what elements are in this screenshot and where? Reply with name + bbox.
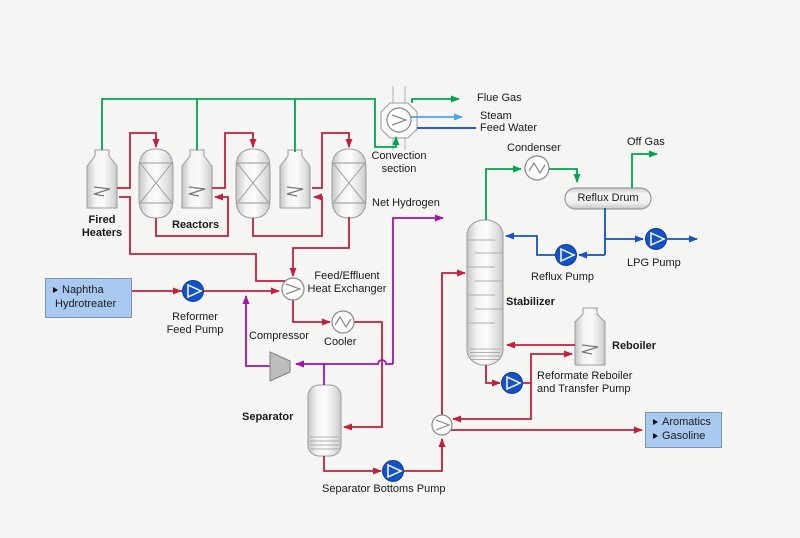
lpg-pump-icon	[645, 228, 667, 250]
reactor-2	[235, 148, 271, 219]
stabilizer-overhead-line	[485, 165, 522, 220]
reactor1-to-heater2-line	[155, 193, 229, 237]
label-lpg-pump: LPG Pump	[627, 257, 681, 269]
separator-bottoms-line	[323, 456, 382, 475]
label-feed-water: Feed Water	[480, 122, 538, 134]
reformate-transfer-pump-icon	[501, 372, 523, 394]
fired-heater-3	[279, 149, 311, 209]
compressor-icon	[269, 351, 291, 382]
off-gas-line	[631, 150, 658, 188]
heater-coil-icon	[93, 186, 111, 197]
label-reformer-feed-pump: Reformer Feed Pump	[166, 311, 224, 336]
heater1-to-reactor1-line	[117, 132, 160, 189]
label-convection-section: Convection section	[371, 150, 427, 175]
reformate-to-exchanger-line	[452, 383, 532, 423]
label-stabilizer: Stabilizer	[506, 296, 555, 308]
cooler-exchanger	[331, 310, 355, 334]
net-hydrogen-line	[392, 214, 444, 364]
feed-effluent-exchanger	[281, 277, 305, 301]
products-box[interactable]: Aromatics Gasoline	[645, 412, 722, 448]
reactor-1	[138, 148, 174, 219]
compressor-discharge-line	[242, 295, 270, 367]
products-box-line1: Aromatics	[662, 416, 711, 428]
fired-heater-1	[86, 149, 118, 209]
heater2-to-reactor2-line	[212, 132, 257, 189]
reflux-return-line	[505, 232, 555, 256]
reflux-pump-icon	[555, 244, 577, 266]
reboiler-vessel	[574, 307, 606, 366]
flue-collection-line	[101, 98, 400, 150]
exchanger-to-heater1-line	[119, 196, 285, 282]
reformer-feed-pump-icon	[182, 280, 204, 302]
cooler-wave-icon	[334, 315, 352, 329]
stack-icon	[392, 86, 406, 150]
pumps	[182, 228, 667, 482]
products-box-line2: Gasoline	[662, 430, 706, 442]
label-reformate-pump: Reformate Reboiler and Transfer Pump	[537, 370, 633, 395]
condenser-exchanger	[524, 155, 550, 181]
flue-gas-out-line	[411, 95, 460, 103]
label-steam: Steam	[480, 110, 512, 122]
stabilizer-bottoms-line	[485, 365, 501, 387]
label-net-hydrogen: Net Hydrogen	[372, 197, 440, 209]
reactor-3	[331, 148, 367, 219]
naphtha-hydrotreater-box[interactable]: Naphtha Hydrotreater	[45, 278, 132, 318]
pump-to-reboiler-line	[523, 350, 573, 384]
convection-exchanger	[386, 107, 412, 133]
play-marker-icon	[653, 419, 658, 425]
label-compressor: Compressor	[249, 330, 309, 342]
label-reflux-pump: Reflux Pump	[531, 271, 594, 283]
reflux-drum-vessel	[564, 187, 652, 210]
separator-vessel	[307, 384, 342, 457]
stabilizer-feed-line	[441, 269, 466, 415]
heater-coil-icon	[188, 186, 206, 197]
label-separator: Separator	[242, 411, 294, 423]
label-off-gas: Off Gas	[627, 136, 665, 148]
purple-hydrogen-lines	[242, 214, 444, 385]
heater-coil-icon	[286, 186, 304, 197]
label-flue-gas: Flue Gas	[477, 92, 522, 104]
condenser-to-drum-line	[549, 168, 581, 183]
exchanger-to-cooler-line	[292, 300, 331, 326]
exchanger-chevron-icon	[435, 419, 451, 431]
red-process-lines	[117, 132, 643, 475]
label-fired-heaters: Fired Heaters	[81, 214, 123, 239]
blue-lpg-lines	[505, 208, 698, 259]
naphtha-box-line1: Naphtha	[62, 284, 104, 296]
label-separator-bottoms-pump: Separator Bottoms Pump	[322, 483, 446, 495]
exchanger-chevron-icon	[391, 114, 408, 126]
green-gas-lines	[101, 95, 658, 220]
feed-bottoms-exchanger	[431, 414, 453, 436]
label-cooler: Cooler	[324, 336, 357, 348]
exchanger-chevron-icon	[285, 283, 302, 295]
separator-bottoms-pump-icon	[382, 460, 404, 482]
label-condenser: Condenser	[507, 142, 561, 154]
heater3-to-reactor3-line	[312, 132, 353, 189]
label-reboiler: Reboiler	[612, 340, 657, 352]
reactor3-effluent-line	[289, 217, 350, 277]
compressor-suction-line	[295, 359, 393, 368]
bottoms-pump-to-exchanger-line	[404, 438, 446, 472]
label-feed-effluent-hx: Feed/Effluent Heat Exchanger	[307, 270, 387, 295]
play-marker-icon	[53, 287, 58, 293]
reactor2-to-heater3-line	[252, 193, 323, 237]
naphtha-box-line2: Hydrotreater	[55, 298, 117, 310]
play-marker-icon	[653, 433, 658, 439]
cooler-to-separator-line	[343, 321, 383, 431]
fired-heater-2	[181, 149, 213, 209]
condenser-wave-icon	[528, 161, 546, 175]
heater-coil-icon	[581, 344, 599, 355]
label-reactors: Reactors	[172, 219, 220, 231]
stabilizer-column	[466, 219, 504, 366]
label-reflux-drum: Reflux Drum	[577, 192, 639, 204]
